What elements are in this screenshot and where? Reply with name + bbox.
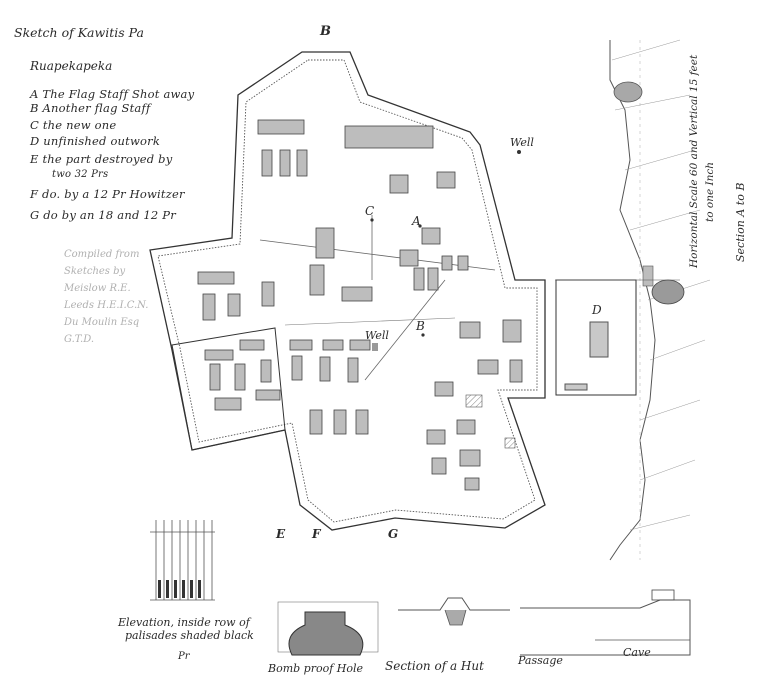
legend-item: B Another flag Staff — [30, 101, 151, 115]
bomb-proof-hole — [288, 611, 364, 656]
label-d: D — [592, 303, 602, 317]
cave-caption: Cave — [623, 646, 651, 659]
label-c: C — [365, 204, 375, 218]
well-label: Well — [510, 136, 534, 149]
elevation-caption: Elevation, inside row of — [118, 616, 250, 629]
legend-item: D unfinished outwork — [30, 134, 161, 148]
legend-item: two 32 Prs — [52, 169, 109, 180]
section-profile — [609, 40, 656, 561]
hut-section — [398, 597, 510, 611]
label-b: B — [416, 319, 425, 333]
compiled-line: Leeds H.E.I.C.N. — [64, 300, 149, 311]
huts — [197, 119, 523, 491]
map-title: Sketch of Kawitis Pa — [14, 25, 144, 40]
well-marker — [517, 150, 521, 154]
compiled-line: Sketches by — [64, 266, 126, 277]
map-subtitle: Ruapekapeka — [30, 59, 113, 73]
compiled-line: Compiled from — [64, 249, 140, 260]
annex — [171, 327, 286, 451]
legend-item: G do by an 18 and 12 Pr — [30, 208, 176, 222]
bomb-proof-caption: Bomb proof Hole — [268, 662, 364, 675]
passage-caption: Passage — [518, 654, 563, 667]
legend-item: A The Flag Staff Shot away — [30, 87, 195, 101]
label-e: E — [276, 527, 286, 541]
label-a: A — [412, 214, 421, 228]
elevation-caption: palisades shaded black — [125, 629, 254, 642]
legend-item: E the part destroyed by — [30, 152, 173, 166]
label-b-top: B — [320, 24, 331, 39]
passage-cave — [520, 599, 691, 656]
palisade-elevation — [150, 520, 215, 601]
compiled-line: Meislow R.E. — [64, 283, 131, 294]
scale-note: Horizontal Scale 60 and Vertical 15 feet — [688, 54, 700, 268]
legend-item: C the new one — [30, 118, 117, 132]
section-label: Section A to B — [734, 182, 747, 262]
hut-section-caption: Section of a Hut — [385, 659, 484, 673]
label-g: G — [388, 527, 399, 541]
scale-note: to one Inch — [704, 161, 716, 222]
pr-note: Pr — [178, 651, 190, 662]
legend-item: F do. by a 12 Pr Howitzer — [30, 187, 185, 201]
well-label: Well — [365, 329, 389, 342]
inner-palisade — [157, 59, 538, 523]
compiled-line: G.T.D. — [64, 334, 95, 345]
label-f: F — [312, 527, 321, 541]
outer-palisade — [149, 51, 546, 531]
compiled-line: Du Moulin Esq — [64, 317, 140, 328]
